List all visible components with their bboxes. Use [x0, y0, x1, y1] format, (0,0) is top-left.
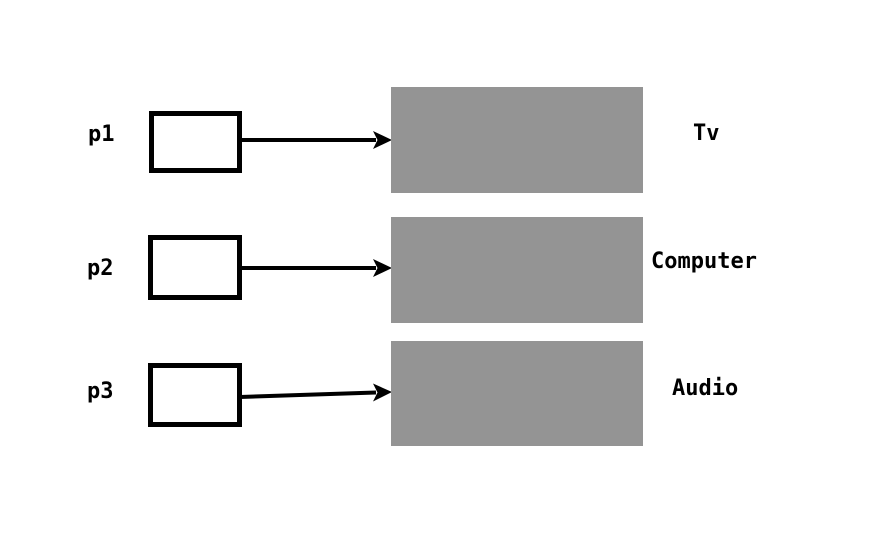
arrow-right-icon: [242, 259, 392, 277]
arrow-head: [373, 259, 392, 277]
arrow-right-icon: [242, 131, 392, 149]
pointer-box: [148, 235, 242, 300]
target-box: [391, 87, 643, 193]
target-label: Tv: [693, 121, 720, 146]
pointer-label: p1: [88, 122, 115, 147]
pointer-label: p2: [87, 256, 114, 281]
target-label: Computer: [651, 249, 757, 274]
arrow-head: [373, 131, 392, 149]
target-box: [391, 341, 643, 446]
arrow-head: [373, 383, 392, 402]
arrow-right-icon: [239, 383, 392, 402]
pointer-box: [149, 111, 242, 173]
pointer-label: p3: [87, 379, 114, 404]
arrow-shaft: [239, 390, 377, 399]
pointer-box: [148, 363, 242, 427]
target-label: Audio: [672, 376, 739, 401]
target-box: [391, 217, 643, 323]
